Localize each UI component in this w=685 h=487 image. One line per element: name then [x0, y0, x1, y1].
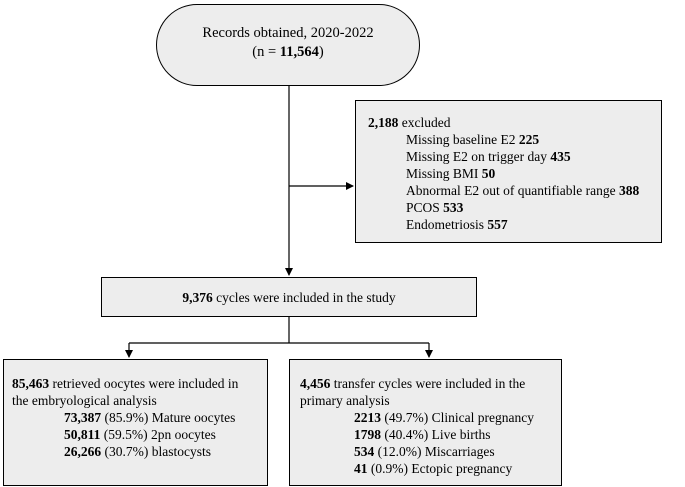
embryology-header: 85,463 retrieved oocytes were included i…	[12, 376, 239, 391]
records-obtained-box: Records obtained, 2020-2022 (n = 11,564)	[156, 4, 420, 86]
transfer-header-line2: primary analysis	[300, 393, 390, 408]
excluded-box: 2,188 excluded Missing baseline E2 225 M…	[355, 100, 662, 243]
excluded-item: Missing baseline E2 225	[406, 132, 540, 147]
included-label: cycles were included in the study	[212, 290, 396, 305]
transfer-item: 1798 (40.4%) Live births	[354, 427, 491, 442]
excluded-item: Abnormal E2 out of quantifiable range 38…	[406, 183, 640, 198]
transfer-item: 534 (12.0%) Miscarriages	[354, 444, 495, 459]
transfer-item: 41 (0.9%) Ectopic pregnancy	[354, 461, 513, 476]
embryology-header-line2: the embryological analysis	[12, 393, 157, 408]
transfer-item: 2213 (49.7%) Clinical pregnancy	[354, 410, 534, 425]
transfer-box: 4,456 transfer cycles were included in t…	[289, 359, 562, 486]
excluded-header: 2,188 excluded	[368, 115, 451, 130]
records-count-value: 11,564	[279, 44, 319, 60]
embryology-item: 26,266 (30.7%) blastocysts	[64, 444, 211, 459]
excluded-count: 2,188	[368, 115, 399, 130]
excluded-item: Missing E2 on trigger day 435	[406, 149, 571, 164]
embryology-box: 85,463 retrieved oocytes were included i…	[3, 359, 268, 486]
transfer-count: 4,456	[300, 376, 331, 391]
excluded-item: Missing BMI 50	[406, 166, 496, 181]
included-cycles-box: 9,376 cycles were included in the study	[101, 277, 477, 317]
embryology-count: 85,463	[12, 376, 50, 391]
records-title: Records obtained, 2020-2022	[202, 25, 374, 41]
records-count: (n = 11,564)	[252, 44, 324, 60]
excluded-item: PCOS 533	[406, 200, 464, 215]
included-count: 9,376	[182, 290, 213, 305]
embryology-item: 50,811 (59.5%) 2pn oocytes	[64, 427, 216, 442]
excluded-item: Endometriosis 557	[406, 217, 508, 232]
embryology-item: 73,387 (85.9%) Mature oocytes	[64, 410, 236, 425]
transfer-header: 4,456 transfer cycles were included in t…	[300, 376, 526, 391]
